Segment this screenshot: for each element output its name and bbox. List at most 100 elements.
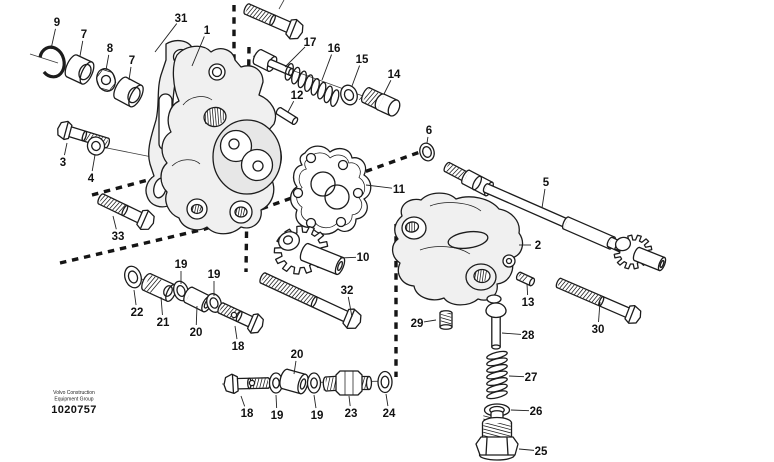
callout-label: 32 <box>341 285 354 297</box>
callout-label: 15 <box>356 54 369 66</box>
callout-label: 27 <box>525 372 538 384</box>
callout-label: 25 <box>535 446 548 458</box>
callout-21-28: 21 <box>157 296 170 329</box>
callout-27-24: 27 <box>508 372 538 384</box>
part-19-o-ring-4 <box>306 372 322 394</box>
callout-label: 33 <box>112 231 125 243</box>
callout-label: 19 <box>208 269 221 281</box>
callout-7-1: 7 <box>79 29 87 57</box>
callout-label: 2 <box>535 240 541 252</box>
callout-label: 1 <box>204 25 211 37</box>
callout-31-4: 31 <box>154 13 188 53</box>
part-11-gasket <box>289 145 372 235</box>
callout-label: 12 <box>291 90 304 102</box>
callout-15-8: 15 <box>351 54 369 87</box>
callout-26-25: 26 <box>510 406 543 418</box>
part-30-long-bolt <box>555 277 642 324</box>
callout-12-10: 12 <box>287 90 304 113</box>
callout-24-38: 24 <box>383 393 396 420</box>
part-28-plunger <box>485 302 507 350</box>
part-29-plug <box>439 310 453 330</box>
callout-label: 26 <box>530 406 543 418</box>
callout-2-19: 2 <box>519 240 541 252</box>
callout-19-36: 19 <box>311 394 323 422</box>
callout-label: 18 <box>232 341 245 353</box>
part-5-drive-shaft <box>443 161 667 272</box>
part-33-bolt <box>97 193 155 231</box>
callout-label: 11 <box>393 184 406 196</box>
part-12-pin <box>275 106 299 126</box>
callout-6-17: 6 <box>426 125 432 144</box>
callout-label: 23 <box>345 408 358 420</box>
callout-28-23: 28 <box>501 330 535 342</box>
part-25-threaded-plug <box>475 410 519 461</box>
part-10-gear <box>273 225 346 276</box>
callout-8-2: 8 <box>105 43 114 71</box>
callout-label: 17 <box>304 37 317 49</box>
part-hex-bolt-top <box>243 3 304 40</box>
callout-label: 6 <box>426 125 432 137</box>
publisher-line1: Volvo Construction <box>53 390 95 396</box>
callout-4-12: 4 <box>88 154 96 185</box>
callout-label: 18 <box>241 408 254 420</box>
callout-label: 9 <box>54 17 60 29</box>
part-21-fitting <box>141 273 177 302</box>
part-9-snap-ring <box>38 45 66 79</box>
callout-label: 20 <box>190 327 203 339</box>
callout-29-22: 29 <box>411 318 437 330</box>
part-16-spring <box>284 62 340 108</box>
callout-label: 21 <box>157 317 170 329</box>
part-24-o-ring <box>377 370 393 394</box>
callout-30-21: 30 <box>592 301 605 336</box>
part-18-hollow-screw-2 <box>223 373 271 395</box>
callout-label: 5 <box>543 177 550 189</box>
callout-14-9: 14 <box>383 69 401 95</box>
callout-33-13: 33 <box>112 215 125 243</box>
part-15-seal-ring <box>340 84 358 106</box>
callout-18-34: 18 <box>240 395 254 420</box>
callout-32-16: 32 <box>341 285 354 318</box>
part-callouts: 9 7 8 7 31 1 17 16 15 14 12 3 4 33 11 10 32 6 5 2 13 30 29 28 27… <box>50 13 605 458</box>
part-19-o-ring-2 <box>206 293 222 313</box>
publisher-line2: Equipment Group <box>54 397 93 403</box>
part-13-plug <box>515 271 536 287</box>
callout-label: 28 <box>522 330 535 342</box>
callout-label: 7 <box>81 29 87 41</box>
callout-11-14: 11 <box>365 184 406 196</box>
part-18-hollow-screw-1 <box>217 302 264 334</box>
callout-7-3: 7 <box>128 55 135 81</box>
callout-22-27: 22 <box>131 289 144 319</box>
callout-label: 29 <box>411 318 424 330</box>
callout-label: 24 <box>383 408 396 420</box>
callout-label: 22 <box>131 307 144 319</box>
callout-5-18: 5 <box>541 177 550 209</box>
callout-label: 20 <box>291 349 304 361</box>
part-14-plug <box>359 87 401 117</box>
footer-block: Volvo Construction Equipment Group 10207… <box>51 390 96 416</box>
callout-label: 7 <box>129 55 135 67</box>
callout-label: 30 <box>592 324 605 336</box>
callout-label: 10 <box>357 252 370 264</box>
callout-19-29: 19 <box>175 259 187 284</box>
callout-label: 4 <box>88 173 95 185</box>
callout-3-11: 3 <box>60 142 68 169</box>
part-6-o-ring <box>419 142 435 162</box>
callout-label: 14 <box>388 69 401 81</box>
callout-16-7: 16 <box>321 43 341 81</box>
callout-20-33: 20 <box>291 349 304 375</box>
callout-label: 8 <box>107 43 114 55</box>
callout-18-32: 18 <box>232 325 245 353</box>
callout-label: 13 <box>522 297 535 309</box>
callout-19-35: 19 <box>271 394 283 422</box>
part-22-seal-ring <box>124 265 142 289</box>
callout-19-31: 19 <box>208 269 221 296</box>
callout-1-5: 1 <box>191 25 211 67</box>
part-8-nut <box>95 68 117 92</box>
callout-25-26: 25 <box>518 446 548 458</box>
part-1-pump-housing <box>160 45 282 235</box>
callout-23-37: 23 <box>345 395 358 420</box>
part-32-long-bolt <box>259 272 362 329</box>
callout-label: 16 <box>328 43 341 55</box>
